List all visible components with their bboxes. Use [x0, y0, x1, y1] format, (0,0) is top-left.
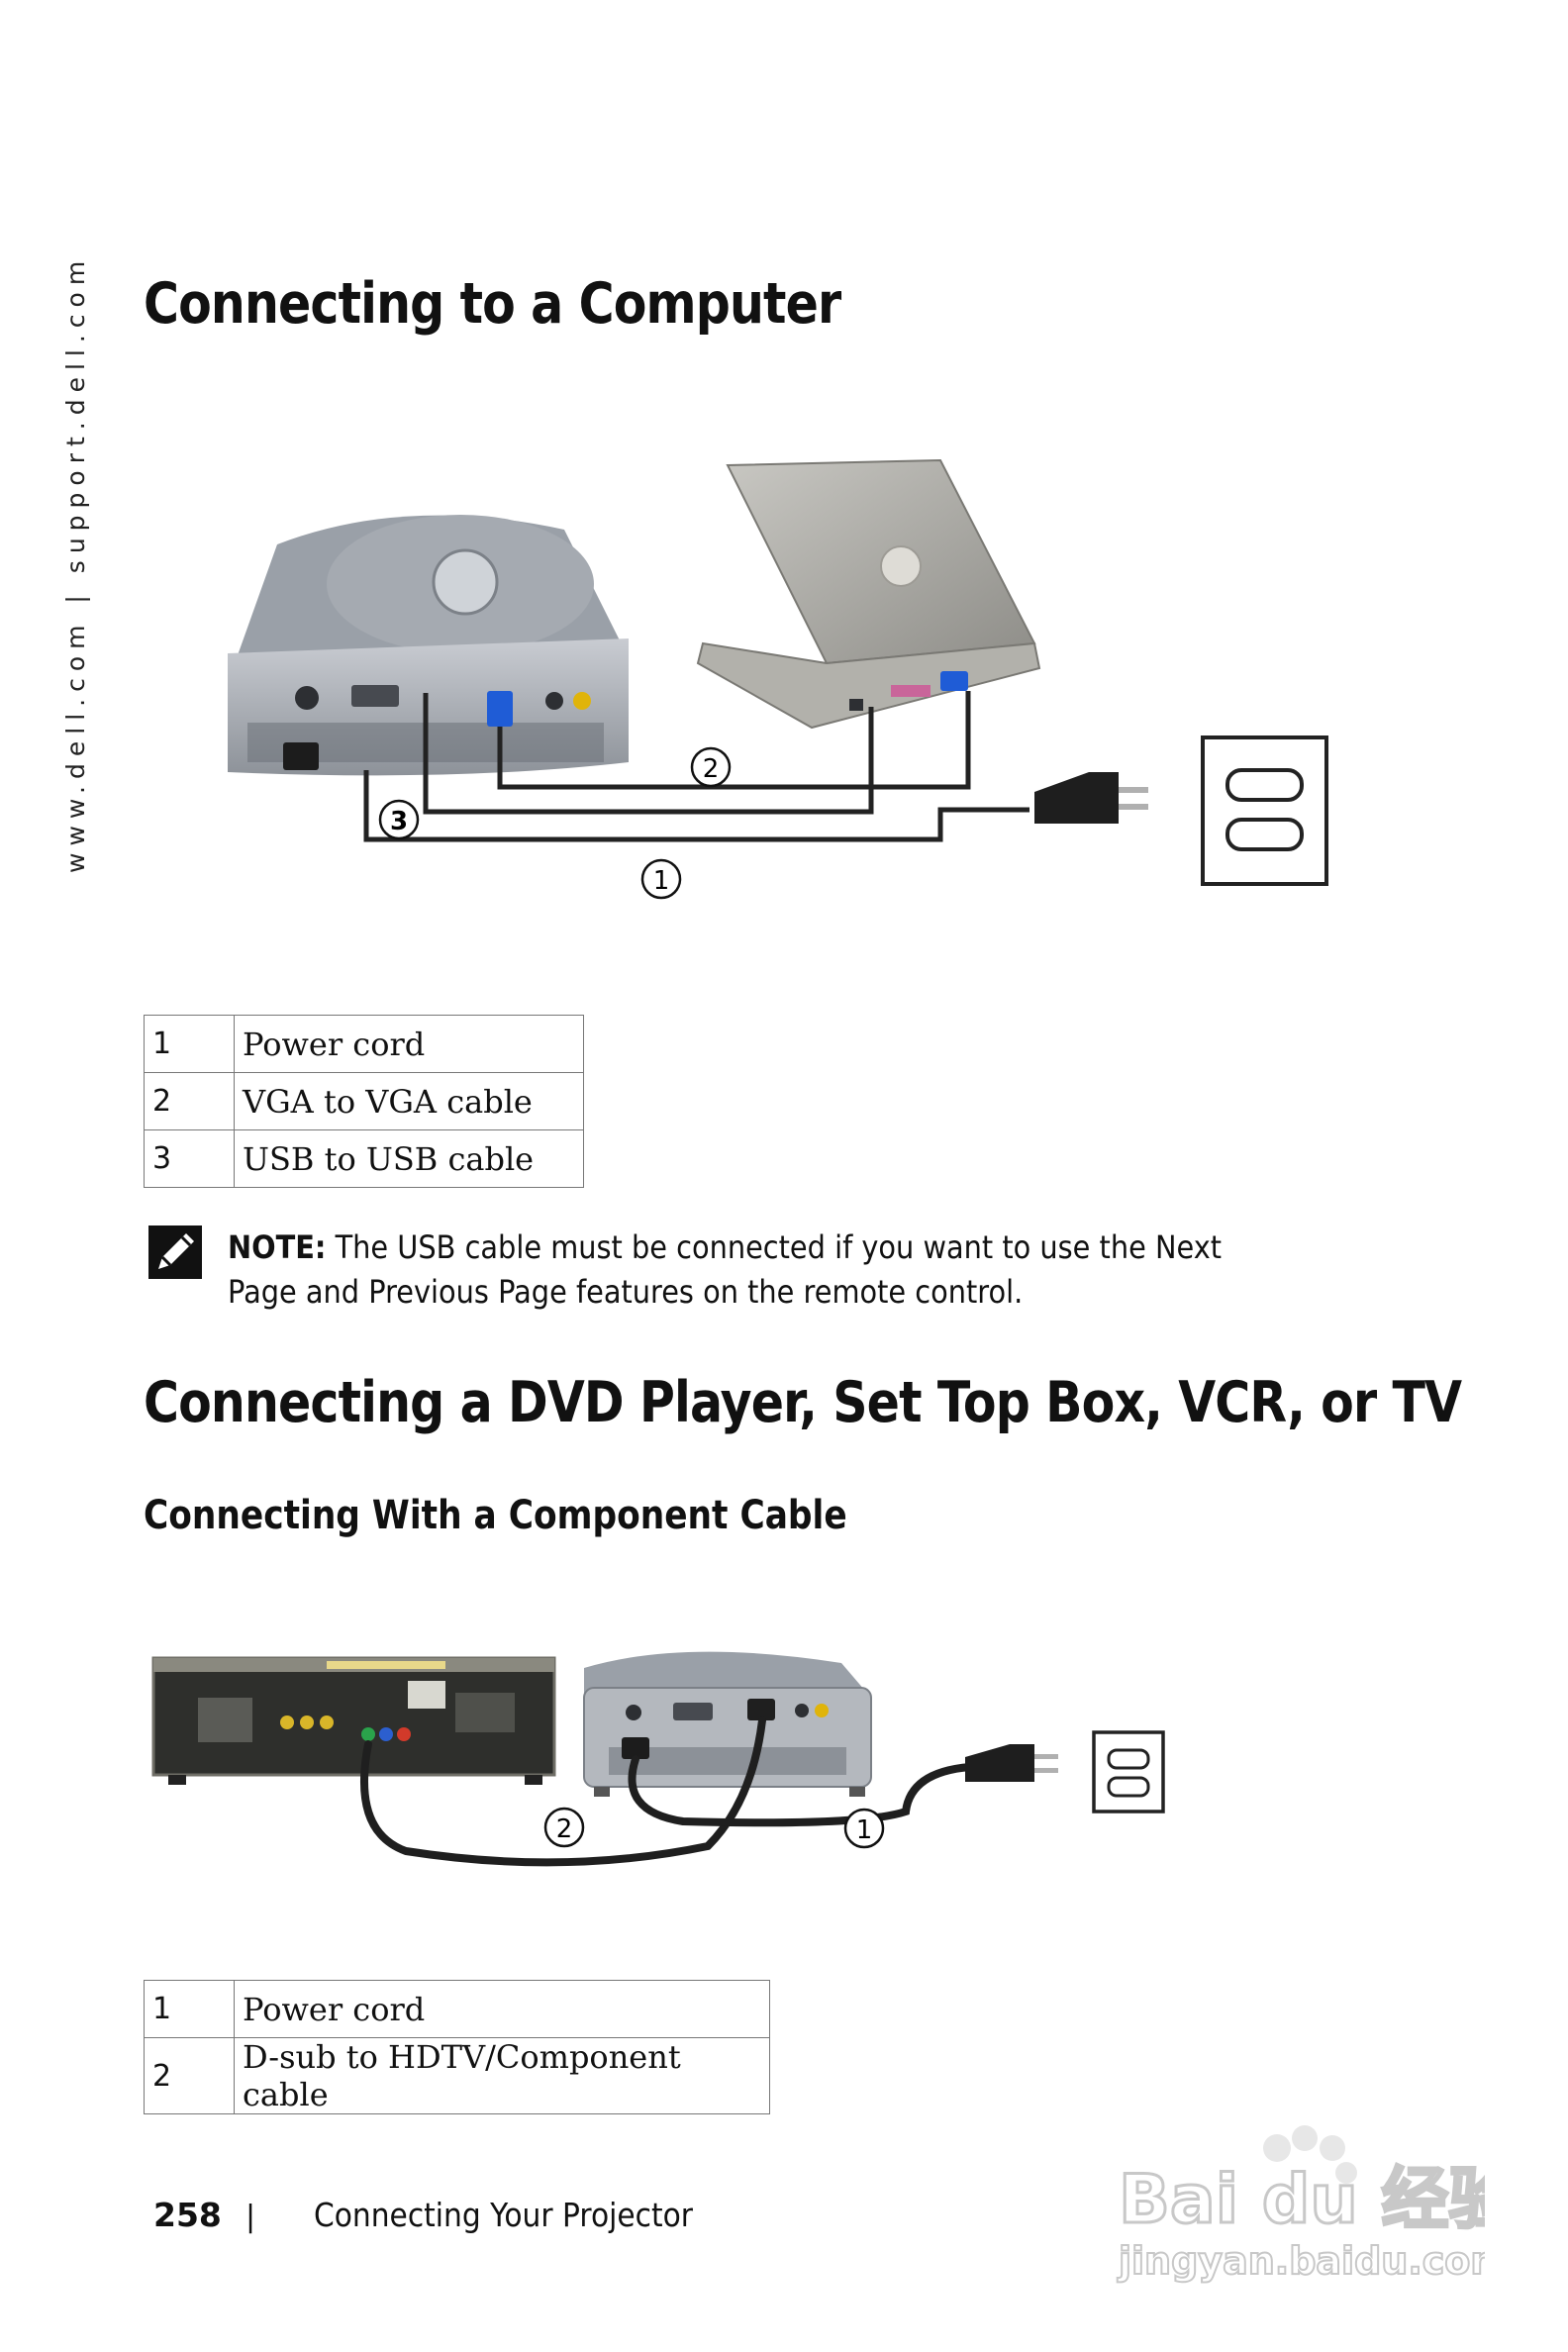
svg-text:2: 2 — [556, 1814, 573, 1844]
svg-text:1: 1 — [653, 866, 670, 896]
power-plug — [1034, 772, 1148, 824]
wall-outlet — [1201, 735, 1328, 886]
power-cord-cable — [363, 770, 1029, 842]
sidebar-url: www.dell.com | support.dell.com — [61, 253, 90, 873]
footer-separator: | — [245, 2200, 256, 2234]
callout-1: 1 — [843, 1808, 885, 1849]
callout-3: 3 — [378, 799, 420, 840]
computer-connection-diagram: 1 2 3 — [228, 458, 1328, 900]
projector-rear-illustration — [583, 1651, 872, 1797]
legend-label: Power cord — [234, 1015, 584, 1073]
svg-text:2: 2 — [703, 754, 720, 784]
svg-text:jingyan.baidu.com: jingyan.baidu.com — [1117, 2239, 1485, 2283]
legend-number: 1 — [144, 1015, 235, 1073]
baidu-watermark: Bai du 经验 jingyan.baidu.com — [1116, 2125, 1485, 2284]
cables-component — [360, 1716, 974, 1867]
table-row: 1 Power cord — [144, 1015, 584, 1073]
table-row: 2 D-sub to HDTV/Component cable — [144, 2037, 770, 2114]
vga-cable — [497, 691, 971, 790]
callout-1: 1 — [640, 858, 682, 900]
callout-2: 2 — [543, 1807, 585, 1848]
legend-number: 3 — [144, 1129, 235, 1188]
subsection-title-component: Connecting With a Component Cable — [144, 1493, 847, 1538]
note-label: NOTE: — [228, 1228, 327, 1266]
legend-table-computer: 1 Power cord 2 VGA to VGA cable 3 USB to… — [144, 1015, 584, 1188]
note-pencil-icon — [148, 1225, 202, 1279]
usb-cable — [423, 693, 874, 815]
table-row: 2 VGA to VGA cable — [144, 1072, 584, 1130]
legend-label: Power cord — [234, 1980, 770, 2038]
power-plug — [965, 1744, 1058, 1782]
table-row: 1 Power cord — [144, 1980, 770, 2038]
section-title-dvd: Connecting a DVD Player, Set Top Box, VC… — [144, 1370, 1462, 1435]
legend-label: VGA to VGA cable — [234, 1072, 584, 1130]
paw-icon — [1263, 2134, 1291, 2162]
legend-label: D-sub to HDTV/Component cable — [234, 2037, 770, 2114]
footer-chapter: Connecting Your Projector — [314, 2196, 694, 2234]
legend-number: 2 — [144, 1072, 235, 1130]
note-block: NOTE: The USB cable must be connected if… — [228, 1225, 1279, 1315]
section-title-computer: Connecting to a Computer — [144, 271, 841, 337]
legend-number: 2 — [144, 2037, 235, 2114]
cables — [363, 691, 1029, 842]
page-number: 258 — [153, 2196, 222, 2234]
wall-outlet — [1092, 1730, 1165, 1813]
legend-table-dvd: 1 Power cord 2 D-sub to HDTV/Component c… — [144, 1980, 770, 2114]
laptop-illustration — [696, 458, 1041, 730]
component-cable — [360, 1716, 766, 1867]
component-connection-diagram: 1 2 — [151, 1651, 1165, 1867]
table-row: 3 USB to USB cable — [144, 1129, 584, 1188]
callout-2: 2 — [690, 746, 732, 788]
dvd-player-illustration — [151, 1656, 556, 1785]
svg-text:Bai du 经验: Bai du 经验 — [1119, 2161, 1485, 2239]
legend-number: 1 — [144, 1980, 235, 2038]
power-cord-cable — [628, 1755, 974, 1827]
svg-text:1: 1 — [856, 1815, 873, 1845]
legend-label: USB to USB cable — [234, 1129, 584, 1188]
svg-text:3: 3 — [390, 807, 408, 836]
note-text: The USB cable must be connected if you w… — [228, 1228, 1223, 1311]
